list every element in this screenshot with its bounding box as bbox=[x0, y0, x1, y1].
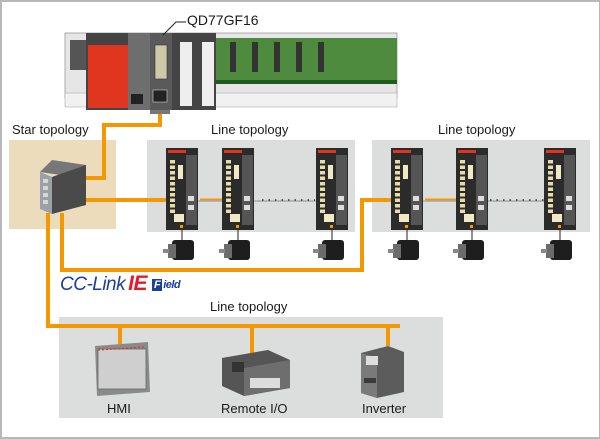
cable-plc-to-switch bbox=[84, 112, 162, 180]
plc-rack-connector bbox=[70, 40, 86, 70]
servo-amplifier bbox=[456, 148, 488, 230]
servo-unit bbox=[163, 148, 198, 260]
servo-unit bbox=[219, 148, 254, 260]
servo-motor bbox=[313, 240, 344, 260]
servo-amplifier bbox=[391, 148, 423, 230]
empty-slots bbox=[216, 38, 397, 84]
star-topology-title: Star topology bbox=[12, 122, 89, 137]
servo-line-2-title: Line topology bbox=[438, 122, 516, 137]
cable-switch-to-field-line bbox=[46, 213, 400, 328]
servo-motor bbox=[453, 240, 484, 260]
network-cables bbox=[46, 112, 460, 355]
module-leader-line bbox=[162, 21, 186, 36]
field-line-title: Line topology bbox=[210, 299, 288, 314]
servo-amplifier bbox=[222, 148, 254, 230]
servo-amplifier bbox=[544, 148, 576, 230]
device-label-inverter: Inverter bbox=[362, 401, 407, 416]
logo-cc-link: CC-Link bbox=[60, 274, 126, 295]
servo-motor bbox=[163, 240, 194, 260]
logo-ie: IE bbox=[128, 272, 147, 295]
servo-motor bbox=[388, 240, 419, 260]
controller-module-label: QD77GF16 bbox=[187, 12, 259, 28]
plc-rack bbox=[64, 21, 398, 114]
servo-unit bbox=[313, 148, 348, 260]
device-label-hmi: HMI bbox=[107, 401, 131, 416]
plc-power-supply bbox=[88, 45, 128, 108]
inverter-device bbox=[361, 346, 404, 398]
servo-motor bbox=[219, 240, 250, 260]
switching-hub bbox=[40, 160, 86, 214]
device-label-remote-io: Remote I/O bbox=[221, 401, 288, 416]
servo-units bbox=[163, 148, 576, 260]
servo-amplifier bbox=[166, 148, 198, 230]
logo-field-initial: F bbox=[151, 279, 163, 291]
servo-unit bbox=[541, 148, 576, 260]
cable-switch-to-servo-line-2 bbox=[60, 198, 412, 272]
logo-field-rest: ield bbox=[163, 279, 181, 291]
servo-motor bbox=[541, 240, 572, 260]
servo-line-1-title: Line topology bbox=[211, 122, 289, 137]
servo-amplifier bbox=[316, 148, 348, 230]
plc-cpu-module bbox=[128, 33, 150, 110]
servo-unit bbox=[388, 148, 423, 260]
remote-io-device bbox=[222, 350, 290, 396]
hmi-device bbox=[95, 342, 150, 396]
servo-unit bbox=[453, 148, 488, 260]
